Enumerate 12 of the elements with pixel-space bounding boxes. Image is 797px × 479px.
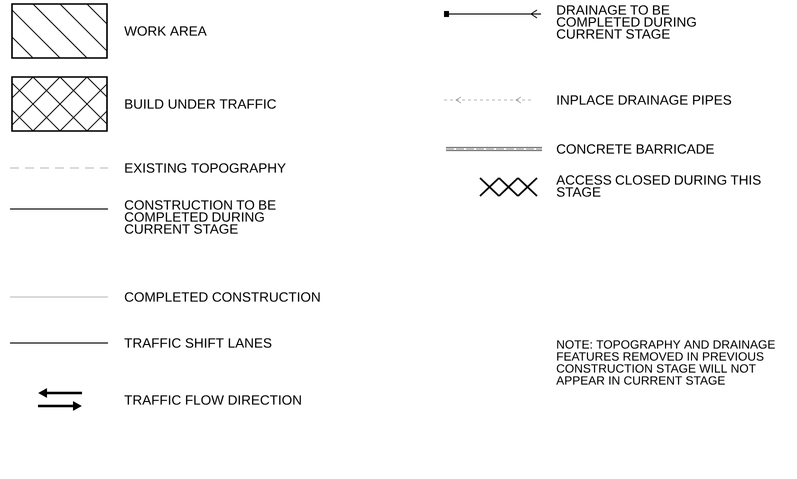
legend-text: EXISTING TOPOGRAPHY bbox=[125, 163, 286, 173]
legend-text: TRAFFIC SHIFT LANES bbox=[124, 338, 272, 348]
legend-text: CONSTRUCTION TO BE COMPLETED DURING CURRENT STAGE bbox=[124, 200, 276, 234]
legend-text: DRAINAGE TO BE COMPLETED DURING CURRENT STAGE bbox=[556, 5, 696, 39]
legend-text: TRAFFIC FLOW DIRECTION bbox=[124, 395, 301, 405]
legend-text: ACCESS CLOSED DURING THIS STAGE bbox=[556, 175, 761, 197]
legend-text: INPLACE DRAINAGE PIPES bbox=[557, 95, 732, 105]
legend-text: BUILD UNDER TRAFFIC bbox=[125, 99, 276, 109]
legend-text: COMPLETED CONSTRUCTION bbox=[124, 292, 320, 302]
legend-text: WORK AREA bbox=[124, 26, 207, 36]
legend-text: CONCRETE BARRICADE bbox=[556, 144, 714, 154]
note-text: NOTE: TOPOGRAPHY AND DRAINAGE FEATURES REMOVED IN PREVIOUS CONSTRUCTION STAGE WILL NOT APPEAR IN CURRENT STAGE bbox=[556, 340, 775, 385]
